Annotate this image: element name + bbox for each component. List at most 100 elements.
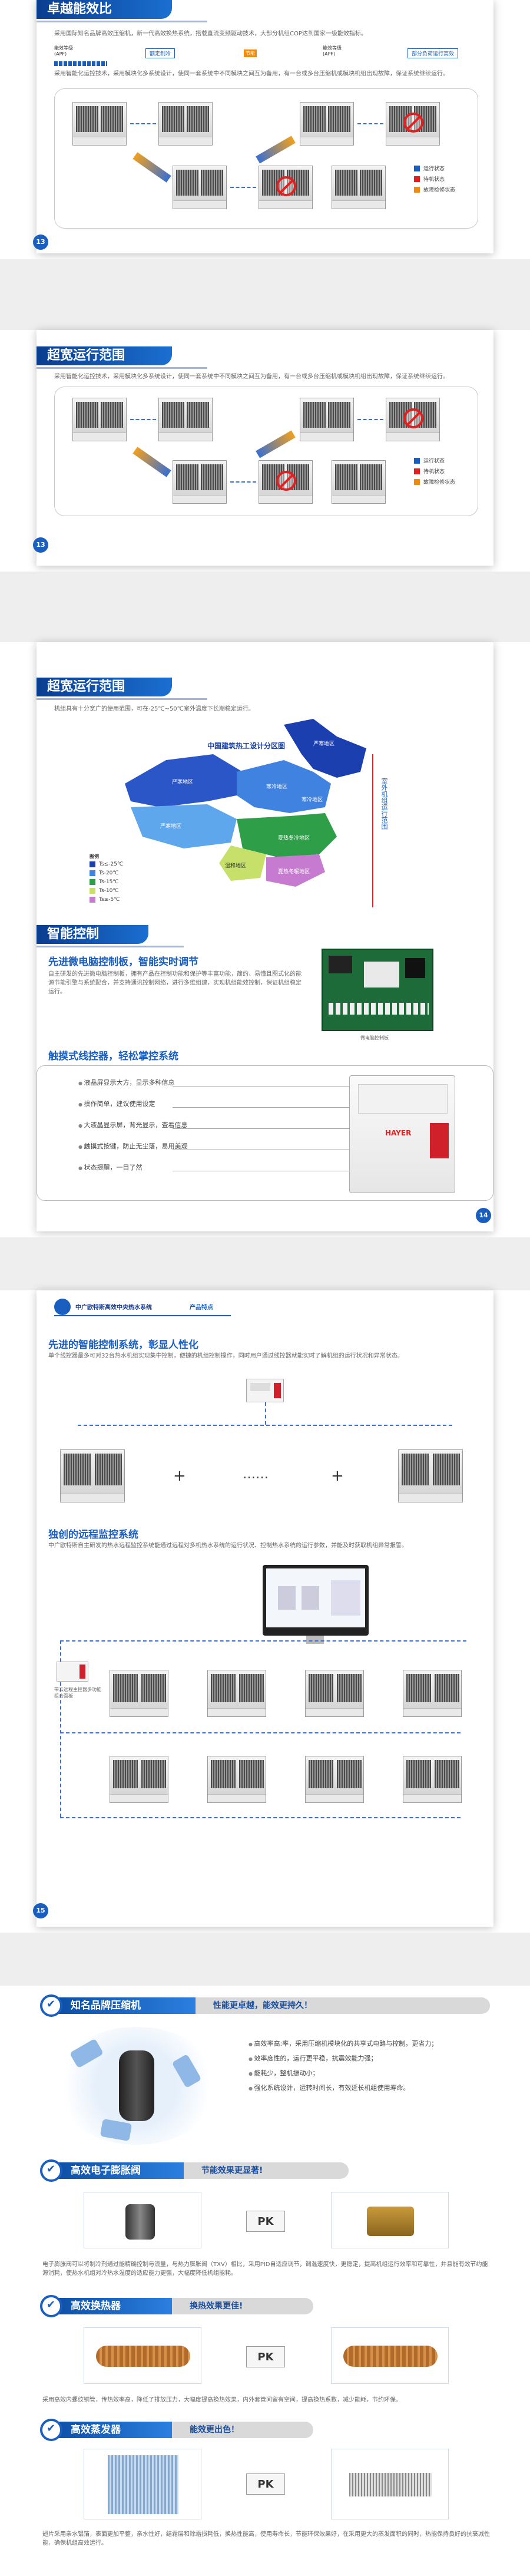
module-unit — [332, 460, 386, 504]
arrow-icon — [256, 136, 296, 164]
panel-item: 触摸式按键，防止无尘落，易用美观 — [78, 1141, 188, 1151]
label-b: 能效等级(APF) — [323, 45, 342, 57]
module-unit — [300, 398, 354, 441]
legend-standby: 待机状态 — [423, 177, 445, 183]
map-legend-title: 图例 — [90, 854, 99, 859]
section-title: 卓越能效比 — [37, 0, 207, 22]
link-arrow — [230, 481, 256, 483]
comp-item: 强化系统设计，运转时间长，有效延长机组使用寿命。 — [249, 2083, 484, 2092]
link-arrow — [230, 187, 256, 188]
feature1-title: 先进的智能控制系统，彰显人性化 — [48, 1339, 198, 1351]
map-region-label: 夏热冬暖地区 — [278, 868, 310, 874]
hx-title: 高效换热器 — [42, 2298, 172, 2314]
panel-title: 触摸式线控器，轻松掌控系统 — [48, 1051, 178, 1062]
banner-logo-icon — [54, 1299, 71, 1315]
legend-fault: 故障检修状态 — [423, 480, 456, 486]
panel-item: 状态提醒，一目了然 — [78, 1162, 143, 1172]
btn-b: 部分负荷运行高效 — [408, 48, 459, 58]
gap — [0, 1237, 530, 1290]
diagram-frame: 运行状态 待机状态 故障检修状态 — [54, 387, 478, 516]
map-title: 中国建筑热工设计分区图 — [207, 741, 285, 750]
map-region-label: 严寒地区 — [313, 740, 334, 747]
feature1-desc: 单个线控器最多可对32台热水机组实现集中控制，便捷的机组控制操作，同时用户通过线… — [48, 1353, 403, 1359]
section-title: 超宽运行范围 — [37, 678, 207, 700]
evap-title: 高效蒸发器 — [42, 2422, 172, 2438]
section-title: 超宽运行范围 — [37, 346, 207, 369]
map-region-hot-summer-cold-winter — [237, 813, 337, 857]
page-number: 13 — [33, 537, 48, 553]
network-line — [60, 1640, 61, 1817]
pipe-icon — [96, 2346, 190, 2367]
control-sub: 先进微电脑控制板，智能实时调节 — [48, 956, 198, 968]
module-unit — [386, 102, 440, 146]
check-icon — [40, 2419, 62, 2441]
plus-sign: + — [331, 1467, 344, 1485]
check-icon — [40, 2159, 62, 2182]
map-region-severe-cold-tibet — [131, 804, 237, 848]
gap — [0, 572, 530, 642]
hx-compare-right — [331, 2327, 449, 2384]
section-system-features: 中广欧特斯高效中央热水系统 产品特点 先进的智能控制系统，彰显人性化 单个线控器… — [33, 1290, 493, 1927]
feature2-title: 独创的远程监控系统 — [48, 1529, 138, 1541]
panel-item: 操作简单，建议使用设定 — [78, 1099, 155, 1108]
arrow-icon — [132, 447, 171, 477]
module-unit — [403, 1670, 462, 1717]
map-region-cold — [237, 760, 331, 813]
map-region-label: 夏热冬冷地区 — [278, 834, 310, 841]
module-unit — [72, 102, 127, 146]
panel-item: 大液晶显示屏，背光显示，查看信息 — [78, 1120, 188, 1130]
banner: 中广欧特斯高效中央热水系统 产品特点 — [54, 1299, 231, 1316]
section-wide-range: 超宽运行范围 采用智能化运控技术，采用模块化多系统设计，使同一套系统中不同模块之… — [33, 330, 493, 566]
module-unit — [173, 460, 227, 504]
comp-tag: 性能更卓越，能效更持久！ — [196, 1997, 490, 2014]
module-unit — [305, 1756, 364, 1803]
module-unit — [110, 1756, 168, 1803]
module-unit — [72, 398, 127, 441]
map-region-mild — [219, 846, 266, 881]
section-components: 知名品牌压缩机 性能更卓越，能效更持久！ 高效率高:率，采用压缩机模块化的共享式… — [37, 1992, 493, 2576]
compressor-visual — [54, 2027, 219, 2145]
btn-a: 额定制冷 — [145, 48, 175, 58]
map-region-label: 温和地区 — [225, 862, 246, 868]
gap — [0, 259, 530, 330]
comp-list: 高效率高:率，采用压缩机模块化的共享式电路与控制，更省力； 效率度性的，运行更平… — [249, 2039, 484, 2098]
legend: 运行状态 待机状态 故障检修状态 — [414, 457, 455, 488]
module-unit — [60, 1449, 125, 1502]
map-side-label: 室外机组运行范围 — [380, 777, 388, 830]
map-region-label: 寒冷地区 — [266, 783, 287, 790]
page-number: 15 — [33, 1903, 48, 1918]
pipe-icon — [343, 2346, 438, 2367]
compressor-icon — [119, 2050, 154, 2121]
hx-compare-left — [84, 2327, 201, 2384]
bar-chart-strip — [54, 61, 107, 66]
valve-icon — [125, 2204, 155, 2240]
map-region-hot-summer-warm-winter — [266, 854, 325, 887]
controller-small — [246, 1379, 284, 1402]
valve-compare-left — [84, 2192, 201, 2248]
fault-icon — [276, 176, 296, 196]
fault-icon — [403, 113, 423, 133]
section-desc: 采用智能化运控技术，采用模块化多系统设计，使同一套系统中不同模块之间互为备用，有… — [54, 71, 449, 77]
ellipsis: …… — [243, 1467, 269, 1482]
module-unit — [173, 166, 227, 209]
panel-item: 液晶屏显示大方，显示多种信息 — [78, 1078, 175, 1087]
diagram-frame: 运行状态 待机状态 故障检修状态 — [54, 88, 478, 229]
comp-item: 能耗少，整机振动小； — [249, 2068, 484, 2078]
map-region-label: 寒冷地区 — [302, 796, 323, 802]
module-unit — [398, 1449, 463, 1502]
module-unit — [158, 102, 213, 146]
pk-label: PK — [246, 2211, 285, 2232]
evap-tag: 能效更出色！ — [172, 2422, 313, 2438]
pk-label: PK — [246, 2346, 285, 2367]
network-line — [60, 1732, 461, 1733]
legend-running: 运行状态 — [423, 166, 445, 172]
banner-tag: 产品特点 — [190, 1304, 213, 1311]
section-intro: 采用国际知名品牌高效压缩机，新一代高效换热系统，搭载直流变频驱动技术，大部分机组… — [54, 31, 367, 37]
page-number: 14 — [476, 1208, 491, 1223]
module-unit — [332, 166, 386, 209]
section-energy-efficiency: 卓越能效比 采用国际知名品牌高效压缩机，新一代高效换热系统，搭载直流变频驱动技术… — [33, 0, 493, 253]
panel-brand: HAYER — [385, 1129, 412, 1137]
map-region-label: 严寒地区 — [160, 823, 181, 829]
fault-icon — [276, 471, 296, 491]
control-title: 智能控制 — [37, 925, 184, 947]
